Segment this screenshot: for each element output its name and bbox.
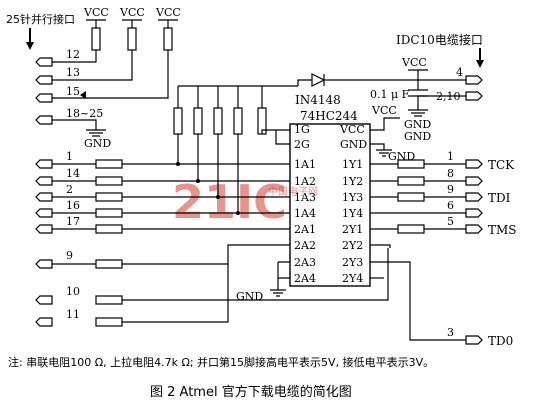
gnd-label-chip-bottom: GND	[236, 290, 263, 303]
ground-symbol-chip	[376, 149, 392, 157]
chip-pin-1y1: 1Y1	[342, 158, 363, 171]
chip-pin-2a1: 2A1	[294, 223, 316, 236]
pin-18-25-label: 18~25	[66, 107, 103, 120]
diode-label: IN4148	[295, 93, 341, 107]
gnd-label-right-1: GND	[404, 118, 431, 131]
gnd-label-right-2: GND	[404, 130, 431, 143]
vcc-label-2: VCC	[119, 6, 145, 19]
pullup-resistor-bank	[173, 107, 267, 135]
pin-15-arrow-icon	[80, 91, 86, 99]
chip-pin-1a2: 1A2	[294, 175, 316, 188]
signal-td0: TD0	[488, 334, 513, 348]
gnd-label-left: GND	[84, 137, 111, 150]
left-connector-title: 25针并行接口	[6, 12, 75, 26]
chip-pin-vcc: VCC	[339, 123, 365, 136]
chip-pin-1a3: 1A3	[294, 191, 316, 204]
pin-9-label: 9	[66, 249, 73, 262]
chip-74hc244	[289, 123, 371, 287]
pin-1-label: 1	[66, 150, 73, 163]
chip-pin-1a1: 1A1	[294, 158, 316, 171]
rpin-9-label: 9	[447, 183, 454, 196]
chip-pin-2y4: 2Y4	[342, 272, 363, 285]
pin-16-label: 16	[66, 199, 80, 212]
right-arrow-head	[476, 60, 484, 68]
signal-tck: TCK	[488, 158, 515, 172]
chip-pin-1y2: 1Y2	[342, 175, 363, 188]
right-pin-stubs	[465, 75, 483, 345]
figure-caption: 图 2 Atmel 官方下载电缆的简化图	[150, 384, 352, 400]
rpin-3-label: 3	[447, 326, 454, 339]
pullup-resistor-13	[127, 27, 137, 51]
chip-pin-2a3: 2A3	[294, 256, 316, 269]
vcc-label-3: VCC	[155, 6, 181, 19]
rpin-8-label: 8	[447, 167, 454, 180]
pullup-resistor-15	[163, 27, 173, 51]
rpin-6-label: 6	[447, 199, 454, 212]
chip-pin-2y1: 2Y1	[342, 223, 363, 236]
schematic-note: 注: 串联电阻100 Ω, 上拉电阻4.7k Ω; 并口第15脚接高电平表示5V…	[8, 355, 434, 369]
pin-13-label: 13	[66, 66, 80, 79]
chip-pin-1a4: 1A4	[294, 207, 316, 220]
chip-pin-1y4: 1Y4	[342, 207, 363, 220]
chip-pin-2g: 2G	[294, 138, 310, 151]
pin-10-label: 10	[66, 285, 80, 298]
vcc-label-1: VCC	[83, 6, 109, 19]
signal-tms: TMS	[488, 223, 517, 237]
series-resistors-right	[397, 159, 425, 234]
chip-pin-2a2: 2A2	[294, 239, 316, 252]
left-arrow-head	[26, 42, 34, 50]
pullup-resistor-12	[91, 27, 101, 51]
chip-pin-2y3: 2Y3	[342, 256, 363, 269]
ground-symbol-chip-bottom	[270, 289, 286, 297]
rpin-1-label: 1	[447, 150, 454, 163]
pin-12-label: 12	[66, 48, 80, 61]
vcc-label-connector: VCC	[401, 56, 427, 69]
pin-11-label: 11	[66, 308, 80, 321]
pin-15-label: 15	[66, 85, 80, 98]
ground-symbol-right	[408, 109, 428, 117]
chip-pin-2a4: 2A4	[294, 272, 316, 285]
chip-pin-1y3: 1Y3	[342, 191, 363, 204]
pin-14-label: 14	[66, 167, 80, 180]
left-pin-stubs	[35, 57, 53, 327]
watermark-logo: 21IC	[172, 175, 287, 229]
watermark-sub: 中国电子网	[268, 185, 318, 198]
capacitor-label: 0.1 μ F	[370, 88, 410, 101]
right-connector-title: IDC10电缆接口	[396, 32, 483, 47]
vcc-label-chip: VCC	[371, 104, 397, 117]
diode-icon	[311, 73, 326, 87]
gnd-label-chip: GND	[388, 150, 415, 163]
series-resistors-left	[95, 159, 123, 327]
chip-pin-1g: 1G	[294, 123, 310, 136]
pin-17-label: 17	[66, 215, 80, 228]
pin-2-label: 2	[66, 183, 73, 196]
chip-pin-gnd: GND	[340, 138, 367, 151]
ground-symbol-left	[86, 129, 106, 137]
chip-name-label: 74HC244	[300, 109, 358, 123]
rpin-4-label: 4	[456, 66, 463, 79]
signal-tdi: TDI	[488, 191, 511, 205]
capacitor-icon	[408, 80, 428, 110]
rpin-5-label: 5	[447, 215, 454, 228]
chip-pin-2y2: 2Y2	[342, 239, 363, 252]
